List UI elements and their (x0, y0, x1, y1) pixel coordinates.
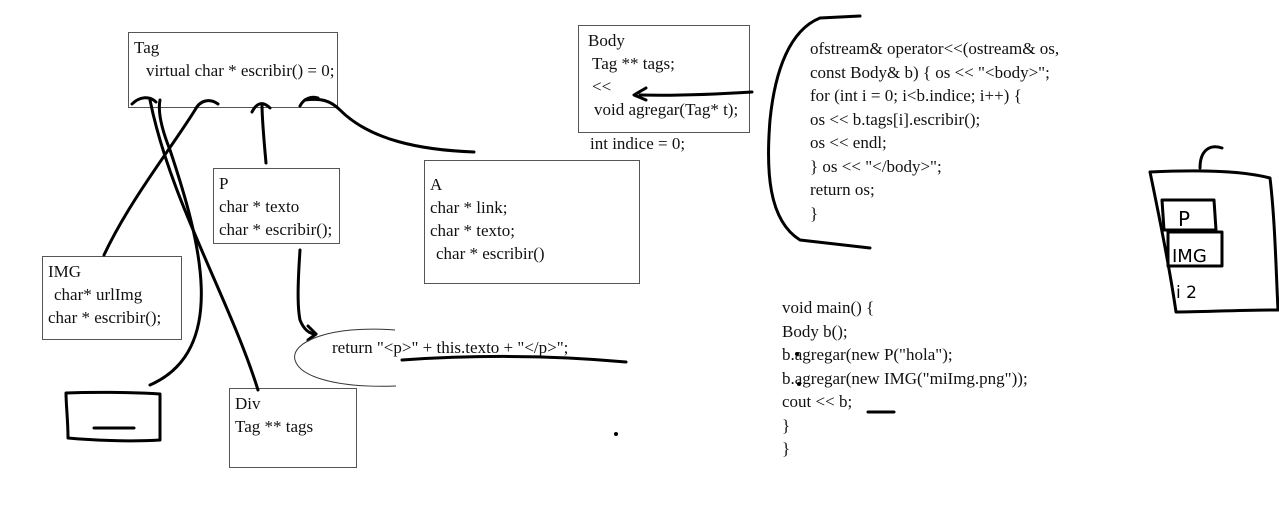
code-line: const Body& b) { os << "<body>"; (810, 62, 1050, 82)
div-inheritance-stroke (148, 98, 260, 392)
img-inheritance-stroke (102, 108, 197, 257)
arrowhead (306, 324, 318, 342)
body-class-title: Body (588, 31, 625, 50)
a-class-box: A char * link; char * texto; char * escr… (424, 160, 640, 284)
stack-label-p: P (1178, 207, 1190, 231)
tag-class-title: Tag (134, 38, 160, 57)
code-line: b.agregar(new P("hola"); (782, 345, 953, 364)
bowl-sketch (64, 390, 162, 443)
body-member: Tag ** tags; (592, 54, 675, 73)
bowl-connector-stroke (148, 98, 203, 387)
img-class-title: IMG (48, 262, 82, 281)
p-escribir-arrow-stroke (296, 248, 318, 336)
p-member: char * texto (219, 197, 300, 216)
code-line: } (782, 439, 791, 458)
body-member: << (592, 77, 612, 96)
stack-sketch (1198, 145, 1224, 170)
p-member: char * escribir(); (219, 220, 333, 239)
main-code-block: void main() { Body b(); b.agregar(new P(… (782, 296, 1028, 461)
code-line: void main() { (782, 298, 875, 317)
code-line: os << endl; (810, 133, 887, 152)
code-line: Body b(); (782, 321, 848, 341)
a-class-title: A (430, 175, 443, 194)
code-line: return os; (810, 180, 875, 199)
p-inheritance-stroke (260, 102, 268, 165)
code-line: } (810, 203, 819, 223)
div-class-box: Div Tag ** tags (229, 388, 357, 468)
body-indice-member: int indice = 0; (590, 134, 686, 153)
stack-sketch (1148, 169, 1279, 314)
stack-cell-p (1160, 198, 1218, 232)
tag-member: virtual char * escribir() = 0; (146, 61, 335, 80)
operator-code-block: ofstream& operator<<(ostream& os, const B… (810, 37, 1059, 225)
img-member: char * escribir(); (48, 308, 162, 327)
a-member: char * escribir() (436, 244, 545, 263)
tag-class-box: Tag virtual char * escribir() = 0; (128, 32, 338, 108)
code-line: } os << "</body>"; (810, 156, 942, 176)
body-class-box: Body Tag ** tags; << void agregar(Tag* t… (578, 25, 750, 133)
stack-label-img: IMG (1172, 246, 1207, 267)
code-line: cout << b; (782, 392, 853, 411)
stray-dot (614, 432, 618, 436)
body-member: void agregar(Tag* t); (594, 100, 739, 119)
p-class-box: P char * texto char * escribir(); (213, 168, 340, 244)
p-class-title: P (219, 174, 229, 193)
div-member: Tag ** tags (235, 417, 314, 436)
code-line: } (782, 415, 791, 435)
stack-cell-img (1166, 230, 1224, 268)
p-return-statement: return "<p>" + this.texto + "</p>"; (332, 338, 569, 357)
code-line: ofstream& operator<<(ostream& os, (810, 39, 1060, 58)
a-member: char * texto; (430, 221, 515, 240)
stack-label-index: i 2 (1176, 283, 1197, 303)
img-class-box: IMG char* urlImg char * escribir(); (42, 256, 182, 340)
img-member: char* urlImg (54, 285, 143, 304)
code-line: b.agregar(new IMG("miImg.png")); (782, 368, 1028, 388)
code-line: for (int i = 0; i<b.indice; i++) { (810, 86, 1022, 105)
div-class-title: Div (235, 394, 261, 413)
a-member: char * link; (430, 198, 508, 217)
code-line: os << b.tags[i].escribir(); (810, 109, 981, 129)
